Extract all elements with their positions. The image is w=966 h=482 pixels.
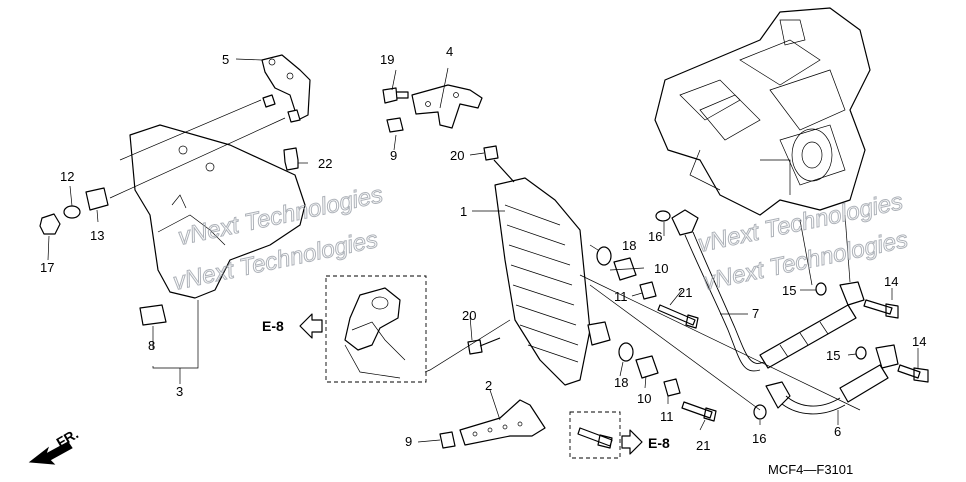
callout-11-top: 11 (614, 289, 628, 304)
callout-10-bottom: 10 (637, 391, 651, 406)
callout-10-top: 10 (654, 261, 668, 276)
callout-21-top: 21 (678, 285, 692, 300)
callout-13: 13 (90, 228, 104, 243)
bolt-part-21-bottom (681, 401, 717, 422)
callout-1: 1 (460, 204, 467, 219)
callout-18-bottom: 18 (614, 375, 628, 390)
washer-part-18-bottom (618, 342, 634, 362)
grommet-part-10-bottom (635, 355, 659, 379)
bracket-part-4 (411, 84, 483, 129)
callout-16-top: 16 (648, 229, 662, 244)
detail-box-bottom (569, 411, 621, 459)
bolt-part-20-top (483, 145, 515, 183)
bolt-part-21-top (657, 304, 699, 329)
seal-part-8 (139, 304, 167, 326)
washer-part-18-top (596, 246, 612, 266)
callout-15-bottom: 15 (826, 348, 840, 363)
front-direction-arrow-icon (28, 441, 73, 465)
callout-17: 17 (40, 260, 54, 275)
stay-part-5 (261, 54, 311, 123)
callout-16-bottom: 16 (752, 431, 766, 446)
detail-box-left (325, 275, 427, 383)
bolt-part-14-top (863, 299, 899, 319)
hose-part-6 (765, 344, 899, 415)
callout-21-bottom: 21 (696, 438, 710, 453)
reference-arrow-left[interactable] (299, 313, 323, 339)
callout-3: 3 (176, 384, 183, 399)
callout-19: 19 (380, 52, 394, 67)
callout-22: 22 (318, 156, 332, 171)
leader-lines (47, 58, 919, 443)
callout-2: 2 (485, 378, 492, 393)
washer-part-12 (63, 205, 81, 219)
callout-20-top: 20 (450, 148, 464, 163)
oring-part-15-top (815, 282, 827, 296)
bolt-part-19 (382, 87, 409, 104)
callout-12: 12 (60, 169, 74, 184)
bolt-part-22 (283, 147, 299, 171)
reference-arrow-bottom[interactable] (621, 429, 643, 455)
clip-part-9-bottom (439, 431, 456, 449)
oil-cooler-part-1 (494, 177, 611, 386)
callout-14-top: 14 (884, 274, 898, 289)
callout-4: 4 (446, 44, 453, 59)
callout-11-bottom: 11 (660, 409, 674, 424)
collar-part-11-bottom (663, 378, 681, 397)
grommet-part-13 (85, 187, 109, 211)
bolt-part-14-bottom (897, 364, 929, 383)
reference-label-bottom[interactable]: E-8 (648, 435, 670, 451)
nut-part-17 (39, 213, 61, 235)
callout-8: 8 (148, 338, 155, 353)
callout-9-top: 9 (390, 148, 397, 163)
bolt-in-box (577, 427, 613, 449)
callout-9-bottom: 9 (405, 434, 412, 449)
callout-20-bottom: 20 (462, 308, 476, 323)
engine-illustration (654, 7, 871, 216)
callout-14-bottom: 14 (912, 334, 926, 349)
bolt-part-20-bottom (467, 337, 501, 355)
callout-5: 5 (222, 52, 229, 67)
clip-part-9-top (386, 117, 404, 133)
hose-part-7 (671, 209, 865, 372)
detail-box-left-drawing (344, 287, 406, 379)
oring-part-16-bottom (753, 404, 767, 420)
diagram-code: MCF4—F3101 (768, 462, 853, 477)
callout-15-top: 15 (782, 283, 796, 298)
oring-part-15-bottom (855, 346, 867, 360)
lower-cover-part-3 (129, 124, 306, 299)
callout-7: 7 (752, 306, 759, 321)
collar-part-11-top (639, 281, 657, 300)
callout-6: 6 (834, 424, 841, 439)
reference-label-left[interactable]: E-8 (262, 318, 284, 334)
bracket-part-2 (459, 399, 546, 446)
callout-18-top: 18 (622, 238, 636, 253)
oring-part-16-top (655, 210, 671, 222)
front-direction-label: FR. (54, 425, 82, 450)
